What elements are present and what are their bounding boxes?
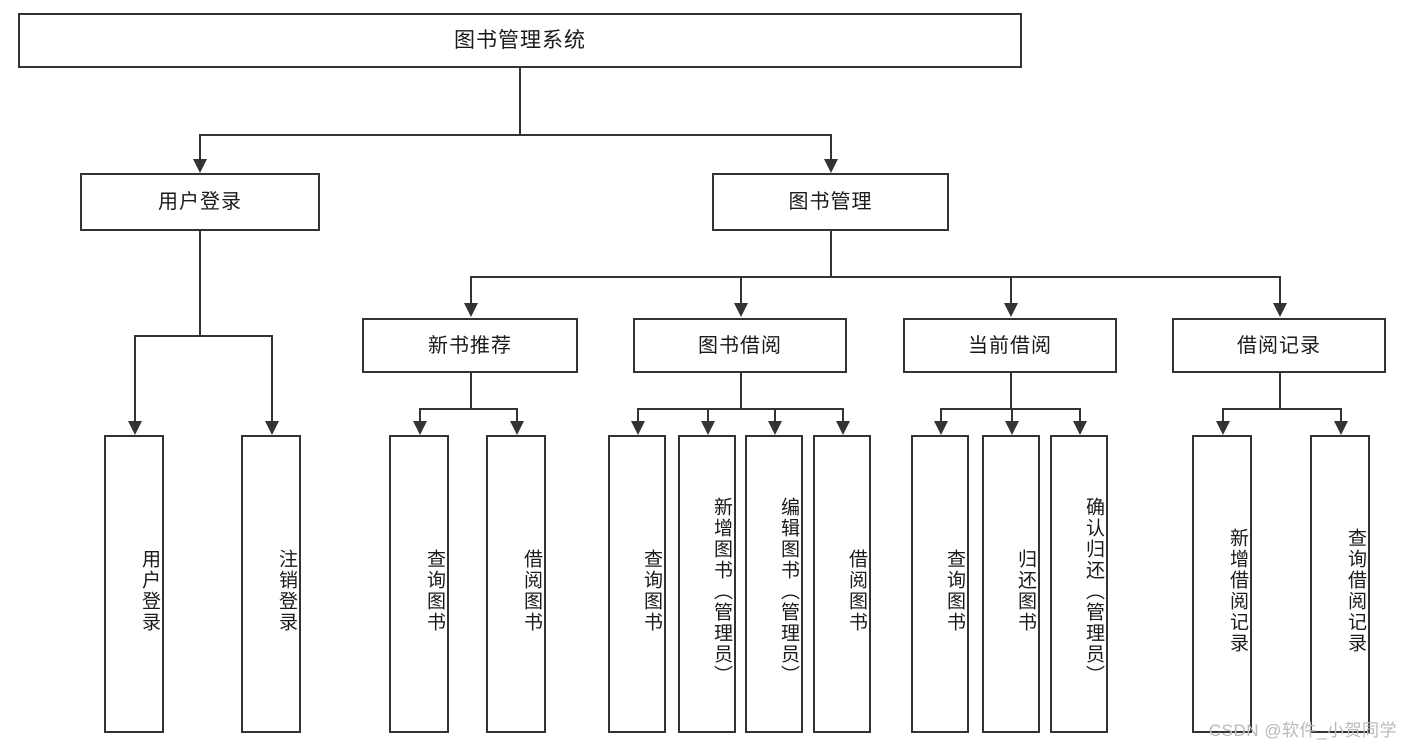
connector-drop-bookborrow_to_leaves-0 xyxy=(637,408,639,421)
node-label: 查询图书 xyxy=(944,549,965,633)
node-label: 当前借阅 xyxy=(968,334,1052,357)
node-label: 注销登录 xyxy=(276,549,297,633)
node-book-management[interactable]: 图书管理 xyxy=(712,173,949,231)
arrowhead-currentborrow_to_leaves-0 xyxy=(934,421,948,435)
connector-stem-userlogin_to_leaves xyxy=(199,231,201,335)
connector-drop-bookborrow_to_leaves-2 xyxy=(774,408,776,421)
connector-drop-currentborrow_to_leaves-0 xyxy=(940,408,942,421)
node-borrow-record[interactable]: 借阅记录 xyxy=(1172,318,1386,373)
node-label: 借阅记录 xyxy=(1237,334,1321,357)
connector-drop-borrowrecord_to_leaves-0 xyxy=(1222,408,1224,421)
node-leaf-borrow-book-recommend[interactable]: 借阅图书 xyxy=(486,435,546,733)
arrowhead-newbookrec_to_leaves-1 xyxy=(510,421,524,435)
connector-bar-newbookrec_to_leaves xyxy=(419,408,516,410)
arrowhead-userlogin_to_leaves-1 xyxy=(265,421,279,435)
node-label: 用户登录 xyxy=(139,549,160,633)
connector-drop-root_to_level2-0 xyxy=(199,134,201,159)
node-current-borrow[interactable]: 当前借阅 xyxy=(903,318,1117,373)
node-label: 新书推荐 xyxy=(428,334,512,357)
arrowhead-borrowrecord_to_leaves-0 xyxy=(1216,421,1230,435)
node-leaf-edit-book-admin[interactable]: 编辑图书（管理员） xyxy=(745,435,803,733)
connector-drop-bookmanage_to_level3-0 xyxy=(470,276,472,303)
connector-drop-bookborrow_to_leaves-3 xyxy=(842,408,844,421)
node-leaf-return-book[interactable]: 归还图书 xyxy=(982,435,1040,733)
arrowhead-borrowrecord_to_leaves-1 xyxy=(1334,421,1348,435)
connector-drop-root_to_level2-1 xyxy=(830,134,832,159)
connector-drop-bookborrow_to_leaves-1 xyxy=(707,408,709,421)
connector-bar-bookborrow_to_leaves xyxy=(637,408,842,410)
connector-stem-bookmanage_to_level3 xyxy=(830,231,832,276)
arrowhead-bookmanage_to_level3-0 xyxy=(464,303,478,317)
node-label: 借阅图书 xyxy=(521,549,542,633)
node-leaf-add-book-admin[interactable]: 新增图书（管理员） xyxy=(678,435,736,733)
node-label: 编辑图书（管理员） xyxy=(778,496,799,686)
arrowhead-bookborrow_to_leaves-1 xyxy=(701,421,715,435)
connector-bar-currentborrow_to_leaves xyxy=(940,408,1079,410)
node-label: 确认归还（管理员） xyxy=(1083,496,1104,686)
arrowhead-newbookrec_to_leaves-0 xyxy=(413,421,427,435)
connector-drop-currentborrow_to_leaves-1 xyxy=(1011,408,1013,421)
connector-bar-borrowrecord_to_leaves xyxy=(1222,408,1340,410)
connector-drop-userlogin_to_leaves-1 xyxy=(271,335,273,421)
arrowhead-bookborrow_to_leaves-3 xyxy=(836,421,850,435)
node-label: 图书管理 xyxy=(788,191,873,213)
node-label: 图书借阅 xyxy=(698,334,782,357)
connector-drop-newbookrec_to_leaves-1 xyxy=(516,408,518,421)
arrowhead-root_to_level2-1 xyxy=(824,159,838,173)
node-label: 查询借阅记录 xyxy=(1345,528,1366,654)
node-leaf-user-login[interactable]: 用户登录 xyxy=(104,435,164,733)
arrowhead-bookborrow_to_leaves-0 xyxy=(631,421,645,435)
connector-stem-newbookrec_to_leaves xyxy=(470,373,472,408)
node-user-login[interactable]: 用户登录 xyxy=(80,173,320,231)
connector-stem-root_to_level2 xyxy=(519,68,521,134)
arrowhead-userlogin_to_leaves-0 xyxy=(128,421,142,435)
node-label: 查询图书 xyxy=(641,549,662,633)
connector-drop-userlogin_to_leaves-0 xyxy=(134,335,136,421)
node-label: 图书管理系统 xyxy=(454,28,586,52)
node-leaf-query-book[interactable]: 查询图书 xyxy=(608,435,666,733)
node-leaf-add-borrow-record[interactable]: 新增借阅记录 xyxy=(1192,435,1252,733)
node-leaf-borrow-book[interactable]: 借阅图书 xyxy=(813,435,871,733)
connector-drop-bookmanage_to_level3-2 xyxy=(1010,276,1012,303)
node-label: 查询图书 xyxy=(424,549,445,633)
connector-stem-currentborrow_to_leaves xyxy=(1010,373,1012,408)
connector-bar-bookmanage_to_level3 xyxy=(470,276,1280,278)
arrowhead-currentborrow_to_leaves-1 xyxy=(1005,421,1019,435)
node-leaf-query-book-recommend[interactable]: 查询图书 xyxy=(389,435,449,733)
connector-drop-newbookrec_to_leaves-0 xyxy=(419,408,421,421)
arrowhead-bookmanage_to_level3-1 xyxy=(734,303,748,317)
node-root-book-management-system[interactable]: 图书管理系统 xyxy=(18,13,1022,68)
connector-stem-bookborrow_to_leaves xyxy=(740,373,742,408)
arrowhead-bookmanage_to_level3-3 xyxy=(1273,303,1287,317)
node-label: 归还图书 xyxy=(1015,549,1036,633)
connector-bar-root_to_level2 xyxy=(199,134,830,136)
connector-drop-bookmanage_to_level3-1 xyxy=(740,276,742,303)
node-leaf-query-book-current[interactable]: 查询图书 xyxy=(911,435,969,733)
node-label: 新增图书（管理员） xyxy=(711,496,732,686)
connector-drop-bookmanage_to_level3-3 xyxy=(1279,276,1281,303)
node-leaf-query-borrow-record[interactable]: 查询借阅记录 xyxy=(1310,435,1370,733)
arrowhead-root_to_level2-0 xyxy=(193,159,207,173)
connector-bar-userlogin_to_leaves xyxy=(134,335,271,337)
arrowhead-currentborrow_to_leaves-2 xyxy=(1073,421,1087,435)
node-leaf-confirm-return-admin[interactable]: 确认归还（管理员） xyxy=(1050,435,1108,733)
node-new-book-recommendation[interactable]: 新书推荐 xyxy=(362,318,578,373)
connector-stem-borrowrecord_to_leaves xyxy=(1279,373,1281,408)
node-leaf-user-logout[interactable]: 注销登录 xyxy=(241,435,301,733)
arrowhead-bookborrow_to_leaves-2 xyxy=(768,421,782,435)
node-book-borrow[interactable]: 图书借阅 xyxy=(633,318,847,373)
arrowhead-bookmanage_to_level3-2 xyxy=(1004,303,1018,317)
node-label: 新增借阅记录 xyxy=(1227,528,1248,654)
connector-drop-currentborrow_to_leaves-2 xyxy=(1079,408,1081,421)
node-label: 用户登录 xyxy=(158,191,242,213)
node-label: 借阅图书 xyxy=(846,549,867,633)
connector-drop-borrowrecord_to_leaves-1 xyxy=(1340,408,1342,421)
